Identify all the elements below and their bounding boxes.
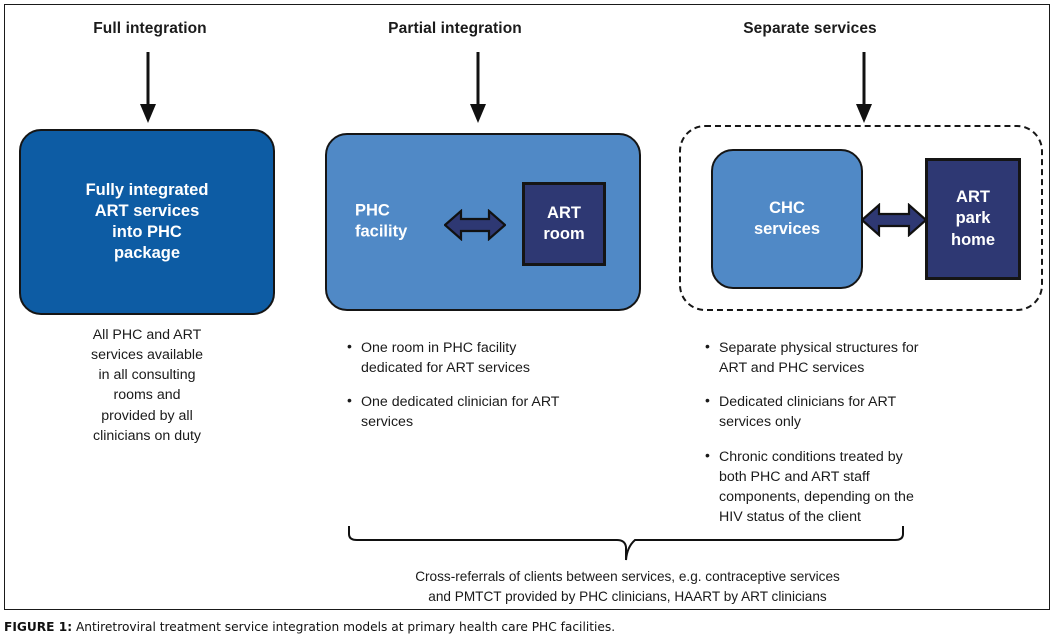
figure-frame: Full integration Partial integration Sep… — [4, 4, 1050, 610]
box-fully-integrated-art-services[interactable]: Fully integrated ART services into PHC p… — [19, 129, 275, 315]
list-item-text: One dedicated clinician for ART services — [361, 394, 560, 431]
description-partial-integration: • One room in PHC facility dedicated for… — [347, 338, 562, 433]
box-chc-services[interactable]: CHC services — [711, 149, 863, 289]
list-item-text: Dedicated clinicians for ART services on… — [719, 394, 896, 431]
box-art-room-label: ART room — [543, 203, 585, 243]
figure-caption-text: Antiretroviral treatment service integra… — [72, 620, 616, 634]
list-item: • Dedicated clinicians for ART services … — [705, 392, 923, 432]
diagram-canvas: Full integration Partial integration Sep… — [5, 5, 1051, 611]
description-separate-services: • Separate physical structures for ART a… — [705, 338, 923, 527]
list-item-text: Separate physical structures for ART and… — [719, 340, 919, 377]
column-title-full-integration: Full integration — [93, 20, 207, 37]
list-item: • One dedicated clinician for ART servic… — [347, 392, 562, 432]
bullet-icon: • — [705, 446, 710, 463]
column-title-separate-services: Separate services — [743, 20, 877, 37]
dashed-group-separate-services: CHC services ART park home — [679, 125, 1043, 311]
box-art-room[interactable]: ART room — [522, 182, 606, 266]
box-fully-integrated-label: Fully integrated ART services into PHC p… — [85, 180, 209, 263]
double-headed-arrow-icon-phc-art-room — [444, 209, 506, 241]
list-item: • One room in PHC facility dedicated for… — [347, 338, 562, 378]
list-item: • Separate physical structures for ART a… — [705, 338, 923, 378]
double-headed-arrow-icon-chc-art-park-home — [861, 203, 927, 237]
box-chc-services-label: CHC services — [753, 198, 821, 238]
bullet-icon: • — [705, 392, 710, 409]
cross-referral-text: Cross-referrals of clients between servi… — [415, 569, 840, 604]
box-phc-facility[interactable]: PHC facility ART room — [325, 133, 641, 311]
box-art-park-home[interactable]: ART park home — [925, 158, 1021, 280]
list-item: • Chronic conditions treated by both PHC… — [705, 447, 923, 528]
box-art-park-home-label: ART park home — [950, 187, 995, 249]
bullet-icon: • — [347, 338, 352, 354]
figure-caption: FIGURE 1: Antiretroviral treatment servi… — [4, 620, 1050, 634]
column-title-partial-integration: Partial integration — [388, 20, 522, 37]
list-item-text: One room in PHC facility dedicated for A… — [361, 340, 531, 377]
down-arrow-icon-separate-services — [856, 52, 872, 123]
down-arrow-icon-partial-integration — [470, 52, 486, 123]
description-full-integration: All PHC and ART services available in al… — [91, 327, 203, 444]
list-item-text: Chronic conditions treated by both PHC a… — [719, 448, 914, 526]
down-arrow-icon-full-integration — [140, 52, 156, 123]
bullet-icon: • — [705, 338, 710, 354]
curly-brace-icon — [348, 526, 904, 561]
bullet-icon: • — [347, 392, 352, 409]
figure-caption-label: FIGURE 1: — [4, 620, 73, 634]
box-phc-facility-label: PHC facility — [355, 201, 408, 241]
